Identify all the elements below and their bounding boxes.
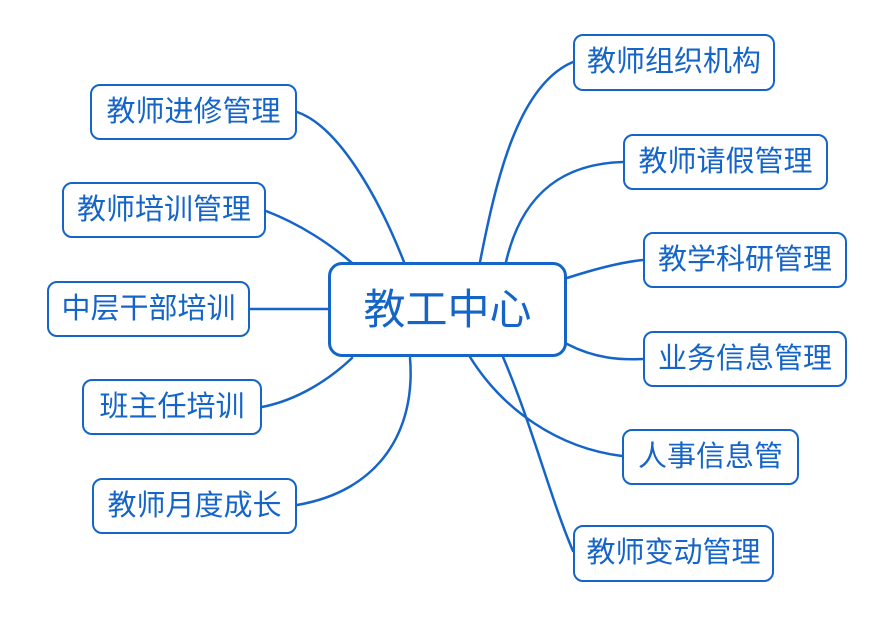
node-research-mgmt[interactable]: 教学科研管理 <box>643 232 847 288</box>
node-org-structure[interactable]: 教师组织机构 <box>573 34 775 91</box>
node-root[interactable]: 教工中心 <box>328 262 567 357</box>
node-head-teacher-training[interactable]: 班主任培训 <box>82 379 262 435</box>
node-change-mgmt[interactable]: 教师变动管理 <box>573 525 774 582</box>
connector-personnel-info <box>468 355 624 458</box>
connector-business-info <box>565 342 645 361</box>
connector-leave-mgmt <box>504 160 625 264</box>
node-leave-mgmt[interactable]: 教师请假管理 <box>623 134 828 190</box>
node-monthly-growth[interactable]: 教师月度成长 <box>92 478 297 534</box>
connector-org-structure <box>478 60 575 264</box>
connector-training-mgmt <box>264 209 354 265</box>
node-training-mgmt[interactable]: 教师培训管理 <box>62 182 266 238</box>
connector-research-mgmt <box>565 258 645 280</box>
node-business-info[interactable]: 业务信息管理 <box>643 331 847 387</box>
connector-change-mgmt <box>501 355 575 553</box>
node-personnel-info[interactable]: 人事信息管 <box>622 429 799 485</box>
node-further-education[interactable]: 教师进修管理 <box>90 84 297 140</box>
node-cadre-training[interactable]: 中层干部培训 <box>47 281 250 337</box>
connector-head-teacher-training <box>260 356 354 409</box>
connector-monthly-growth <box>295 356 412 507</box>
connector-further-education <box>295 110 406 264</box>
